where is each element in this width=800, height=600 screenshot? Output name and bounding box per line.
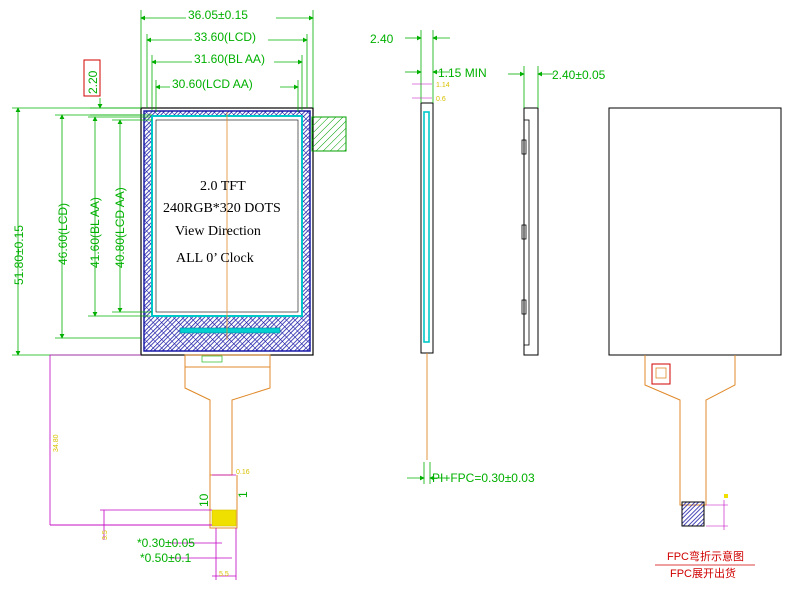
pin-last-label: 1	[236, 491, 250, 498]
height-bl-aa-label: 41.60(BL AA)	[88, 197, 102, 268]
panel-line-1: 2.0 TFT	[200, 179, 246, 194]
pin-first-label: 10	[197, 493, 211, 507]
side2-thickness-label: 2.40±0.05	[552, 68, 606, 82]
side2-notch-3	[521, 299, 527, 315]
top-gap-label: 2.20	[86, 70, 100, 94]
front-view: 2.0 TFT 240RGB*320 DOTS View Direction A…	[12, 8, 347, 580]
tape-tab	[311, 116, 347, 152]
side2-dims	[508, 66, 554, 108]
back-fpc-pads	[681, 501, 705, 527]
side-dims	[405, 30, 450, 484]
height-module-label: 51.80±0.15	[12, 225, 26, 285]
height-dims	[12, 107, 152, 356]
side-module	[420, 102, 434, 354]
width-module-label: 36.05±0.15	[188, 8, 248, 22]
width-lcd-aa-label: 30.60(LCD AA)	[172, 77, 253, 91]
side2-ledge	[523, 119, 530, 346]
pitch-label: *0.30±0.05	[137, 536, 195, 550]
side-pi-fpc-label: PI+FPC=0.30±0.03	[432, 471, 535, 485]
driver-ic	[179, 327, 281, 334]
back-fpc-mark	[655, 367, 667, 379]
width-lcd-label: 33.60(LCD)	[194, 30, 256, 44]
back-yellow-mark	[724, 494, 728, 498]
top-gap-dim	[90, 98, 152, 116]
back-fpc-dims	[706, 500, 728, 530]
width-lcd-bg	[192, 30, 268, 44]
panel-line-2: 240RGB*320 DOTS	[163, 201, 281, 216]
pad-width-label: *0.50±0.1	[140, 551, 192, 565]
fpc-tail	[209, 475, 238, 529]
fpc-bend-note: FPC弯折示意图	[667, 549, 744, 563]
side-glass	[423, 111, 430, 343]
width-bl-aa-label: 31.60(BL AA)	[194, 52, 265, 66]
width-lcd-aa-bg	[170, 77, 280, 91]
side-layer-a-label: 1.14	[436, 82, 450, 89]
panel-line-3: View Direction	[175, 224, 261, 239]
side-dims-magenta	[412, 83, 432, 99]
fpc-gold-pads	[211, 509, 237, 527]
fpc-width-label: 0.16	[236, 469, 250, 476]
side-thickness-label: 2.40	[370, 32, 394, 46]
back-view: FPC弯折示意图 FPC展开出货	[608, 107, 782, 580]
pad-span-label: 5.5	[219, 571, 229, 578]
side-view: 2.40 1.15 MIN 1.14 0.6 PI+FPC=0.30±0.03	[370, 30, 535, 485]
side-view-2: 2.40±0.05	[508, 66, 606, 356]
fpc-small-label: 3.5	[102, 530, 109, 540]
back-fpc-body	[644, 355, 736, 506]
width-label-bg	[186, 8, 276, 22]
fpc-unfold-note: FPC展开出货	[670, 566, 736, 580]
fpc-body	[184, 367, 271, 476]
height-lcd-aa-label: 40.80(LCD AA)	[113, 187, 127, 268]
back-fpc-connector	[651, 363, 671, 385]
fpc-label-mark	[201, 355, 223, 363]
back-outline	[608, 107, 782, 356]
panel-line-4: ALL 0’ Clock	[176, 251, 254, 266]
side2-notch-2	[521, 224, 527, 240]
height-lcd-label: 46.60(LCD)	[56, 203, 70, 265]
side2-notch-1	[521, 139, 527, 155]
fpc-dims	[49, 354, 237, 580]
side-min-label: 1.15 MIN	[438, 66, 487, 80]
fpc-connector	[184, 354, 271, 368]
top-gap-box	[83, 59, 101, 97]
width-bl-bg	[192, 52, 274, 66]
fpc-length-label: 34.80	[53, 434, 60, 452]
side-layer-b-label: 0.6	[436, 96, 446, 103]
